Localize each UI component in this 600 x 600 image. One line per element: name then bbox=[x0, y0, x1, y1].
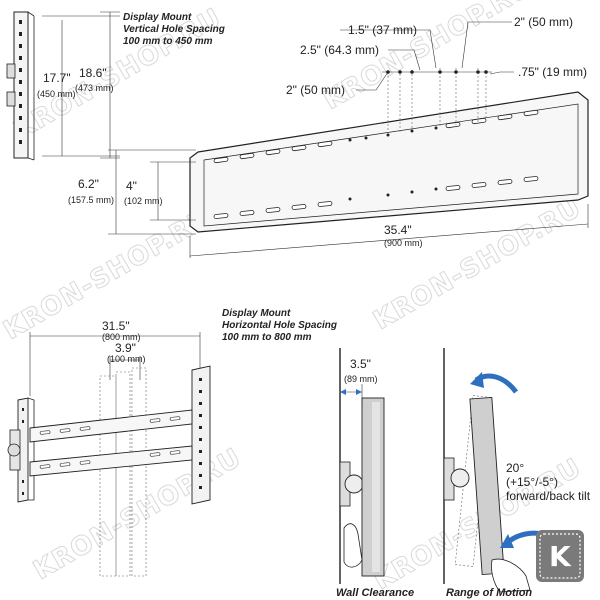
dim-2-right: 2" (50 mm) bbox=[514, 15, 573, 29]
dim-3-5-in: 3.5" bbox=[350, 357, 371, 371]
bracket-holes bbox=[19, 20, 22, 144]
plate-width-dim bbox=[189, 204, 589, 258]
top-title-line3: 100 mm to 450 mm bbox=[123, 36, 213, 47]
wall-plate-bottom-holes bbox=[348, 187, 438, 201]
dim-17-7-in: 17.7" bbox=[43, 71, 71, 85]
dim-35-4-mm: (900 mm) bbox=[384, 238, 423, 248]
dim-2-left: 2" (50 mm) bbox=[286, 83, 345, 97]
dim-18-6-mm: (473 mm) bbox=[75, 83, 114, 93]
top-title-line1: Display Mount bbox=[123, 12, 192, 23]
bl-title-line2: Horizontal Hole Spacing bbox=[222, 320, 337, 331]
dim-35-4-in: 35.4" bbox=[384, 223, 412, 237]
shop-badge-bg bbox=[536, 530, 584, 582]
tilt-range: (+15°/-5°) bbox=[506, 475, 558, 489]
bracket-clamp bbox=[6, 63, 16, 107]
horizontal-mount-drawing bbox=[7, 332, 211, 577]
tilt-direction: forward/back tilt bbox=[506, 489, 591, 503]
wall-plate bbox=[189, 91, 589, 233]
wall-plate-top-slots bbox=[213, 109, 539, 164]
bl-title-line1: Display Mount bbox=[222, 308, 291, 319]
dim-3-9-in: 3.9" bbox=[115, 341, 136, 355]
dim-6-2-in: 6.2" bbox=[78, 177, 99, 191]
wall-clearance-caption: Wall Clearance bbox=[336, 587, 414, 599]
tilt-arrows bbox=[470, 372, 549, 548]
dim-3-5-mm: (89 mm) bbox=[344, 374, 378, 384]
wall-plate-top-holes bbox=[348, 126, 438, 142]
range-of-motion-caption: Range of Motion bbox=[446, 587, 532, 599]
dim-6-2-mm: (157.5 mm) bbox=[68, 195, 114, 205]
dim-17-7-mm: (450 mm) bbox=[37, 89, 76, 99]
wall-clearance-drawing bbox=[339, 348, 385, 584]
tilt-angle: 20° bbox=[506, 461, 524, 475]
dim-4-in: 4" bbox=[126, 179, 137, 193]
dim-3-9-mm: (100 mm) bbox=[107, 354, 146, 364]
dim-31-5-in: 31.5" bbox=[102, 319, 130, 333]
dim-4-mm: (102 mm) bbox=[124, 196, 163, 206]
top-title-line2: Vertical Hole Spacing bbox=[123, 24, 225, 35]
top-vertical-bracket bbox=[6, 11, 120, 161]
range-of-motion-drawing bbox=[443, 348, 531, 593]
dim-2-5: 2.5" (64.3 mm) bbox=[300, 43, 379, 57]
bl-title-line3: 100 mm to 800 mm bbox=[222, 332, 312, 343]
dim-18-6-in: 18.6" bbox=[79, 66, 107, 80]
dim-0-75: .75" (19 mm) bbox=[518, 65, 587, 79]
shop-badge-letter: K bbox=[549, 540, 572, 573]
shop-badge: K bbox=[536, 530, 584, 582]
plate-height-dims bbox=[108, 149, 196, 235]
dim-1-5: 1.5" (37 mm) bbox=[348, 23, 417, 37]
top-dim-leaders bbox=[340, 21, 514, 134]
dim-31-5-mm: (800 mm) bbox=[102, 332, 141, 342]
wall-plate-bottom-slots bbox=[213, 176, 539, 219]
watermark-2: KRON-SHOP.RU bbox=[319, 0, 537, 116]
